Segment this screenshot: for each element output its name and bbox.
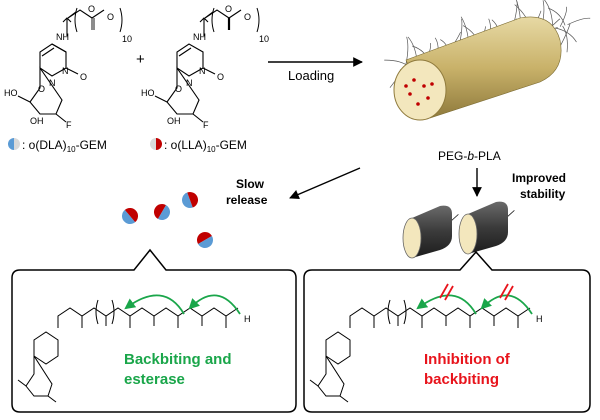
- f-label-right: F: [203, 120, 209, 130]
- block-mark-1: [439, 283, 454, 301]
- structure-right-panel: [309, 299, 531, 403]
- n-label-left-1: N: [62, 66, 69, 76]
- repeat-left: 10: [122, 34, 132, 44]
- oh-label-right: OH: [167, 116, 181, 126]
- o-label-right-1: O: [225, 4, 232, 14]
- stability-label-2: stability: [520, 187, 566, 201]
- stability-label-1: Improved: [512, 171, 566, 185]
- repeat-right: 10: [259, 34, 269, 44]
- gem-structure-lla: [154, 7, 260, 123]
- slow-release-label-2: release: [226, 193, 268, 207]
- stable-micelle-1: [402, 205, 459, 259]
- panel-backbiting: [11, 248, 297, 413]
- block-mark-2: [499, 283, 514, 301]
- nh-label-left: NH: [56, 32, 69, 42]
- o-label-right-4: O: [175, 84, 182, 94]
- nh-label-right: NH: [193, 32, 206, 42]
- legend-dla: [8, 138, 20, 150]
- polymer-label: PEG-b-PLA: [438, 149, 501, 163]
- o-label-right-2: O: [244, 12, 251, 22]
- panel-left-text-1: Backbiting and: [124, 351, 232, 368]
- f-label-left: F: [66, 120, 72, 130]
- panel-right-text-1: Inhibition of: [424, 351, 511, 368]
- plus-sign: +: [136, 51, 145, 68]
- h-label-right: H: [536, 314, 543, 324]
- n-label-right-1: N: [199, 66, 206, 76]
- blocked-arrow-1: [416, 294, 477, 315]
- n-label-right-2: N: [186, 78, 193, 88]
- o-label-left-2: O: [107, 12, 114, 22]
- n-label-left-2: N: [49, 78, 56, 88]
- o-label-right-3: O: [217, 72, 224, 82]
- slow-release-label-1: Slow: [236, 177, 265, 191]
- loading-label: Loading: [288, 68, 334, 83]
- oh-label-left: OH: [30, 116, 44, 126]
- structure-left-panel: [17, 299, 239, 403]
- o-label-left-4: O: [38, 84, 45, 94]
- panel-left-text-2: esterase: [124, 371, 185, 388]
- legend-dla-label: : o(DLA)10-GEM: [22, 138, 107, 154]
- stable-micelle-2: [458, 201, 515, 255]
- panel-inhibition: [303, 250, 591, 413]
- h-label-left: H: [244, 314, 251, 324]
- peg-pla-micelle: [384, 0, 591, 121]
- o-label-left-1: O: [88, 4, 95, 14]
- legend-lla: [150, 138, 162, 150]
- backbiting-arrow-2: [188, 294, 241, 315]
- panel-right-text-2: backbiting: [424, 371, 499, 388]
- slow-release-arrow: [289, 167, 361, 200]
- backbiting-arrow-1: [124, 294, 185, 315]
- ho-label-left: HO: [4, 88, 18, 98]
- released-particles: [122, 192, 213, 248]
- o-label-left-3: O: [80, 72, 87, 82]
- gem-structure-dla: [17, 7, 123, 123]
- legend-lla-label: : o(LLA)10-GEM: [164, 138, 247, 154]
- ho-label-right: HO: [141, 88, 155, 98]
